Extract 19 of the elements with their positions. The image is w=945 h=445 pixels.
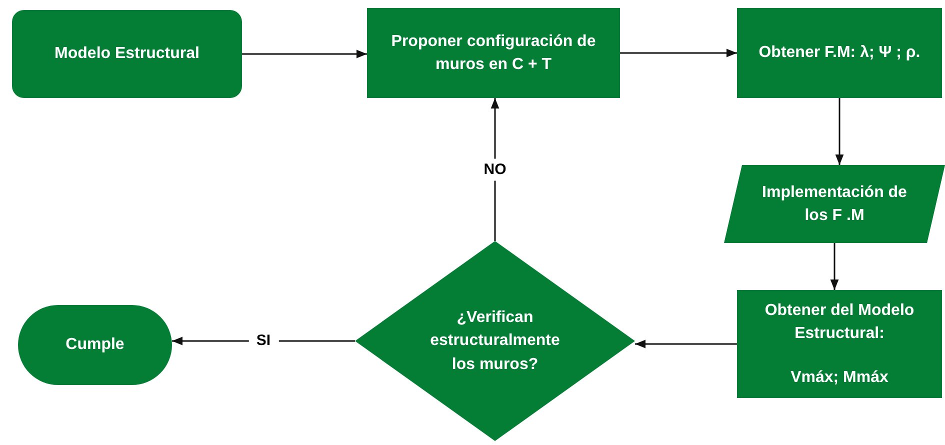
node-text: Obtener del Modelo Estructural: <box>764 301 916 344</box>
arrow <box>830 243 839 290</box>
process-box <box>737 290 942 398</box>
node-text: ¿Verifican estructuralmente los muros? <box>429 308 561 375</box>
node-text: Modelo Estructural <box>54 44 200 64</box>
start-box <box>12 10 242 98</box>
node-text: Obtener F.M: λ; Ψ ; ρ. <box>758 43 920 64</box>
node-text: Vmáx; Mmáx <box>790 368 888 388</box>
input-parallelogram <box>724 165 945 243</box>
process-box <box>737 8 942 98</box>
arrow <box>620 48 737 58</box>
node-text: Cumple <box>66 335 124 356</box>
node-text: Implementación de los F .M <box>761 182 908 226</box>
node-text: Proponer configuración de muros en C + T <box>390 32 597 75</box>
arrow <box>242 50 367 58</box>
process-box <box>367 8 620 98</box>
arrow <box>635 340 737 348</box>
arrow <box>835 98 844 165</box>
decision-diamond <box>355 241 635 441</box>
